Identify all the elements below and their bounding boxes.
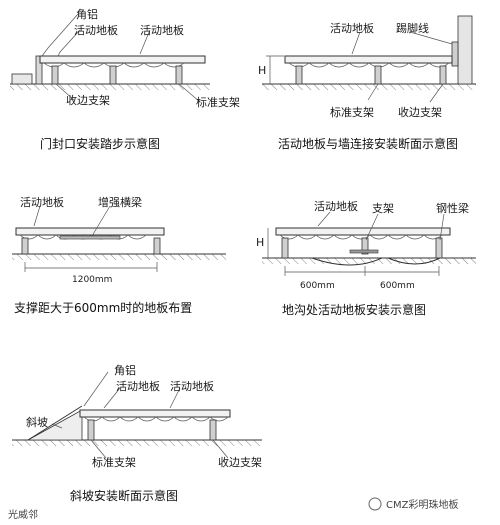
leader-panel-b <box>169 387 181 409</box>
leader-edge-pedestal <box>212 439 229 459</box>
diagram-wall-connection: H 活动地板 踢脚线 标准支架 收边支架 活动地板与墙连接安装断面示意图 <box>258 15 476 151</box>
pedestal <box>153 237 161 255</box>
ground-hatch <box>12 440 262 446</box>
ground-hatch <box>262 258 476 264</box>
leader-panel-a <box>103 387 121 409</box>
caption-ramp: 斜坡安装断面示意图 <box>70 488 178 503</box>
label-height: H <box>258 64 266 77</box>
label-raised-floor-a: 活动地板 <box>74 23 118 37</box>
diagram-wide-spacing: 1200mm 活动地板 增强横梁 支撑距大于600mm时的地板布置 <box>12 195 226 315</box>
label-spacing-right: 600mm <box>380 281 415 291</box>
edge-pedestal <box>439 65 447 85</box>
standard-pedestal <box>295 65 303 85</box>
caption-door-threshold: 门封口安装踏步示意图 <box>40 136 160 151</box>
panel-underside <box>279 234 443 240</box>
label-raised-floor: 活动地板 <box>330 21 374 35</box>
floor-panel <box>79 409 231 418</box>
leader-steel-beam <box>439 213 445 241</box>
leader-standard-pedestal <box>90 439 107 459</box>
ground-hatch <box>12 254 226 260</box>
label-reinforcing-beam: 增强横梁 <box>98 195 142 209</box>
pedestal <box>281 237 289 259</box>
label-raised-floor: 活动地板 <box>314 199 358 213</box>
standard-pedestal <box>109 65 117 85</box>
label-spacing-left: 600mm <box>300 281 335 291</box>
floor-panel <box>15 227 165 236</box>
diagram-door-threshold: 角铝 活动地板 活动地板 收边支架 标准支架 门封口安装踏步示意图 <box>10 7 240 151</box>
label-pedestal: 支架 <box>372 202 394 215</box>
floor-panel <box>39 55 206 64</box>
edge-pedestal <box>209 419 217 441</box>
caption-trench: 地沟处活动地板安装示意图 <box>282 302 426 317</box>
ground-hatch <box>262 84 476 90</box>
leader-pedestal <box>365 213 379 241</box>
label-ramp: 斜坡 <box>26 416 48 429</box>
label-edge-pedestal: 收边支架 <box>398 105 442 119</box>
label-raised-floor-a: 活动地板 <box>116 379 160 393</box>
wall <box>457 15 473 85</box>
label-edge-pedestal: 收边支架 <box>218 455 262 469</box>
wechat-icon <box>368 497 382 511</box>
leader-corner-aluminum <box>83 371 109 407</box>
standard-pedestal <box>175 65 183 85</box>
leader-edge-pedestal <box>55 83 75 101</box>
edge-pedestal <box>51 65 59 85</box>
standard-pedestal <box>374 65 382 85</box>
label-standard-pedestal: 标准支架 <box>330 105 374 119</box>
panel-underside <box>83 416 229 422</box>
leader-corner-aluminum <box>41 13 79 57</box>
leader-panel <box>351 31 361 55</box>
leader-beam <box>91 205 111 237</box>
label-raised-floor: 活动地板 <box>20 195 64 209</box>
label-steel-beam: 钢性梁 <box>436 201 469 215</box>
pedestal <box>435 237 443 259</box>
leader-ramp <box>51 423 63 429</box>
label-corner-aluminum: 角铝 <box>76 7 98 21</box>
leader-panel-2 <box>139 29 151 55</box>
standard-pedestal <box>87 419 95 441</box>
skirting <box>451 41 459 67</box>
floor-panel <box>275 227 451 236</box>
label-height: H <box>256 236 264 249</box>
diagram-trench: H 600mm 600mm 活动地板 支架 钢性梁 地沟处活动地板安装示意图 <box>256 199 476 317</box>
steel-beam <box>349 249 379 254</box>
ground-hatch <box>10 84 210 90</box>
leader-panel <box>57 29 81 57</box>
caption-wide-spacing: 支撑距大于600mm时的地板布置 <box>14 300 192 315</box>
door-step <box>11 73 33 85</box>
caption-wall-connection: 活动地板与墙连接安装断面示意图 <box>278 136 458 151</box>
leader-skirting <box>409 31 453 45</box>
leader-standard-pedestal <box>178 83 201 103</box>
label-edge-pedestal: 收边支架 <box>66 93 110 107</box>
watermark-right: CMZ彩明珠地板 <box>386 498 458 511</box>
leader-panel <box>33 205 41 227</box>
trench-curve <box>387 257 441 265</box>
door-frame <box>35 55 43 85</box>
label-standard-pedestal: 标准支架 <box>92 455 136 469</box>
ramp-surface <box>27 405 83 441</box>
watermark-left: 光威邻 <box>8 508 38 521</box>
reinforcing-beam <box>59 235 121 240</box>
label-skirting: 踢脚线 <box>396 21 429 35</box>
floor-panel <box>284 55 453 64</box>
leader-panel <box>317 211 331 227</box>
panel-underside <box>288 62 450 68</box>
label-raised-floor-b: 活动地板 <box>170 379 214 393</box>
trench-curve <box>311 257 383 266</box>
diagram-ramp: 角铝 活动地板 活动地板 斜坡 标准支架 收边支架 斜坡安装断面示意图 <box>12 363 262 503</box>
leader-edge-pedestal <box>429 83 444 103</box>
pedestal <box>21 237 29 255</box>
label-spacing: 1200mm <box>72 275 112 285</box>
label-corner-aluminum: 角铝 <box>114 363 136 377</box>
pedestal <box>361 237 369 255</box>
label-raised-floor-b: 活动地板 <box>140 23 184 37</box>
leader-standard-pedestal <box>367 83 379 101</box>
label-standard-pedestal: 标准支架 <box>196 95 240 109</box>
